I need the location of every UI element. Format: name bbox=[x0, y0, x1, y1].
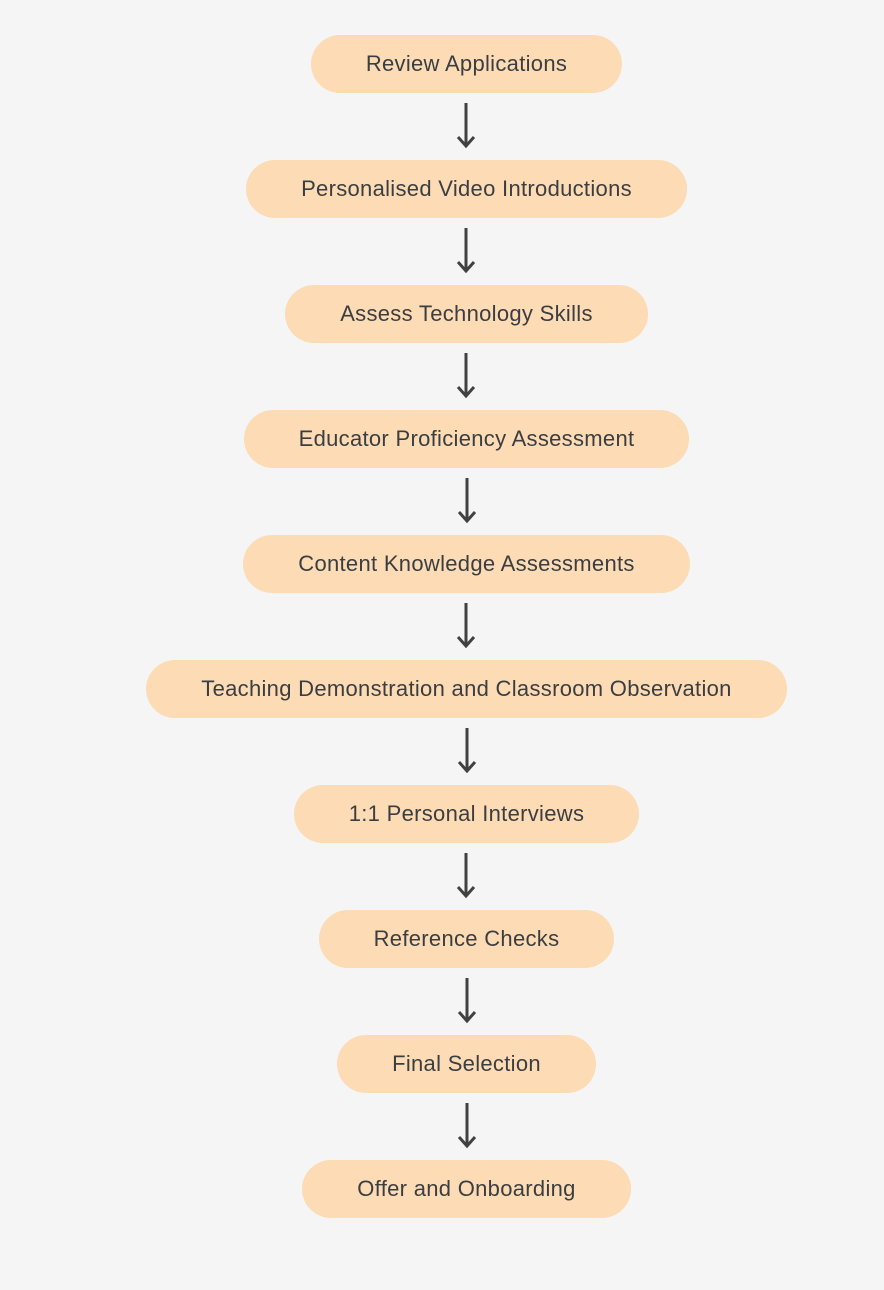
flow-node: Assess Technology Skills bbox=[285, 285, 648, 343]
flow-step: Final Selection bbox=[337, 1035, 596, 1160]
flow-node: 1:1 Personal Interviews bbox=[293, 785, 640, 843]
flow-node-label: Offer and Onboarding bbox=[357, 1176, 576, 1201]
flowchart: Review Applications Personalised Video I… bbox=[146, 35, 787, 1218]
flow-node: Personalised Video Introductions bbox=[246, 160, 687, 218]
flow-step: Teaching Demonstration and Classroom Obs… bbox=[146, 660, 787, 785]
flow-step: Assess Technology Skills bbox=[285, 285, 648, 410]
flow-node: Teaching Demonstration and Classroom Obs… bbox=[146, 660, 787, 718]
down-arrow-icon bbox=[457, 603, 476, 649]
flow-node-label: Teaching Demonstration and Classroom Obs… bbox=[201, 676, 732, 701]
flow-node: Final Selection bbox=[337, 1035, 596, 1093]
flow-node: Offer and Onboarding bbox=[302, 1160, 631, 1218]
down-arrow-icon bbox=[457, 728, 476, 774]
flow-node: Reference Checks bbox=[318, 910, 615, 968]
down-arrow-icon bbox=[457, 978, 476, 1024]
flow-node-label: Reference Checks bbox=[373, 926, 560, 951]
flow-node-label: Personalised Video Introductions bbox=[301, 176, 632, 201]
flow-step: 1:1 Personal Interviews bbox=[293, 785, 640, 910]
flow-step: Content Knowledge Assessments bbox=[243, 535, 690, 660]
flow-step: Reference Checks bbox=[318, 910, 615, 1035]
flow-node-label: Review Applications bbox=[365, 51, 568, 76]
down-arrow-icon bbox=[457, 1103, 476, 1149]
down-arrow-icon bbox=[457, 103, 476, 149]
flow-node-label: 1:1 Personal Interviews bbox=[348, 801, 585, 826]
flow-node-label: Final Selection bbox=[392, 1051, 541, 1076]
flow-step: Personalised Video Introductions bbox=[246, 160, 687, 285]
flow-node: Educator Proficiency Assessment bbox=[243, 410, 690, 468]
flow-node-label: Educator Proficiency Assessment bbox=[298, 426, 635, 451]
flow-step: Offer and Onboarding bbox=[302, 1160, 631, 1218]
flow-step: Review Applications bbox=[310, 35, 623, 160]
flow-node-label: Content Knowledge Assessments bbox=[298, 551, 635, 576]
down-arrow-icon bbox=[457, 478, 476, 524]
flow-node: Review Applications bbox=[310, 35, 623, 93]
down-arrow-icon bbox=[457, 228, 476, 274]
down-arrow-icon bbox=[457, 353, 476, 399]
flow-step: Educator Proficiency Assessment bbox=[243, 410, 690, 535]
flow-node: Content Knowledge Assessments bbox=[243, 535, 690, 593]
down-arrow-icon bbox=[457, 853, 476, 899]
flow-node-label: Assess Technology Skills bbox=[340, 301, 593, 326]
